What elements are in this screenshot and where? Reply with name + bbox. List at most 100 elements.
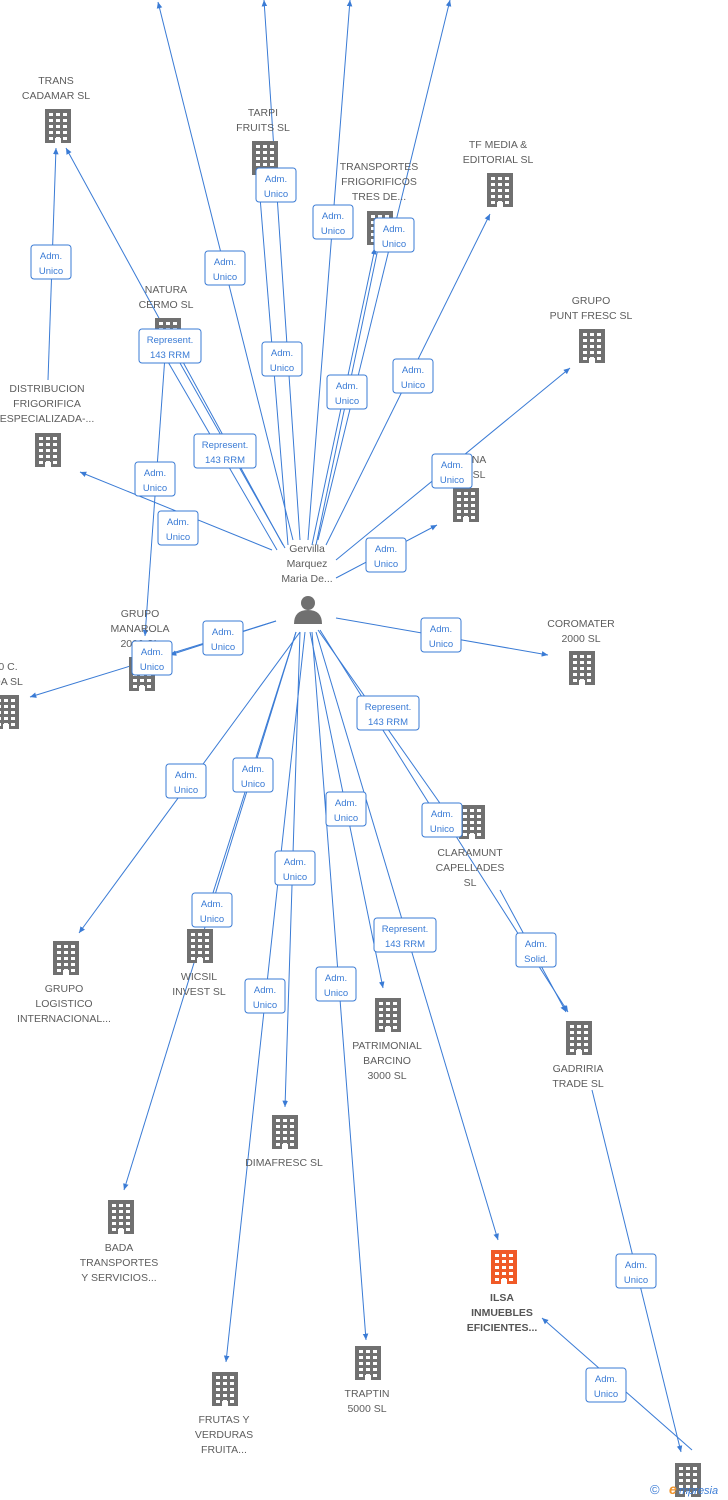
company-name-line: CLARAMUNT: [437, 847, 503, 859]
relation-label-line: Adm.: [242, 764, 264, 775]
company-node-frutas[interactable]: FRUTAS YVERDURASFRUITA...: [195, 1372, 253, 1456]
relation-edge: [307, 0, 353, 541]
relation-label-line: Unico: [334, 813, 358, 824]
building-icon: [453, 488, 479, 522]
relation-label[interactable]: Adm. Unico: [232, 757, 274, 793]
relation-label[interactable]: Adm.Unico: [131, 640, 173, 676]
relation-label-line: Adm.: [40, 251, 62, 262]
relation-label[interactable]: Adm.Unico: [420, 617, 462, 653]
relation-label[interactable]: Adm.Unico: [30, 244, 72, 280]
company-node-dimafresc[interactable]: DIMAFRESC SL: [245, 1115, 323, 1169]
relation-label-line: 143 RRM: [205, 455, 245, 466]
company-node-distribucion[interactable]: DISTRIBUCIONFRIGORIFICAESPECIALIZADA-...: [0, 383, 94, 467]
relation-label[interactable]: Adm.Unico: [255, 167, 297, 203]
company-name-line: TRES DE...: [352, 191, 406, 203]
relation-label[interactable]: Adm.Unico: [421, 802, 463, 838]
company-node-tf-media[interactable]: TF MEDIA &EDITORIAL SL: [463, 139, 534, 207]
relation-label[interactable]: Represent.143 RRM: [138, 328, 202, 364]
relation-label-line: Adm.: [402, 365, 424, 376]
highlighted-building-icon: [491, 1250, 517, 1284]
relation-label-line: Unico: [264, 189, 288, 200]
company-name-line: NA: [472, 454, 487, 466]
relation-label[interactable]: Adm.Unico: [191, 892, 233, 928]
relation-label-line: Unico: [624, 1275, 648, 1286]
building-icon: [459, 805, 485, 839]
relation-label-line: Unico: [253, 1000, 277, 1011]
relation-label[interactable]: Adm.Unico: [365, 537, 407, 573]
relation-label[interactable]: Adm. Unico: [325, 791, 367, 827]
relation-label[interactable]: Adm.Unico: [585, 1367, 627, 1403]
relation-label[interactable]: Adm.Unico: [615, 1253, 657, 1289]
company-node-claramunt[interactable]: CLARAMUNT CAPELLADES SL: [436, 805, 505, 889]
building-icon: [355, 1346, 381, 1380]
relation-label[interactable]: Adm.Unico: [165, 763, 207, 799]
relation-label-line: Unico: [382, 239, 406, 250]
company-node-ilsa[interactable]: ILSAINMUEBLESEFICIENTES...: [467, 1250, 538, 1334]
company-name-line: FRIGORIFICA: [13, 398, 81, 410]
company-name-line: VERDURAS: [195, 1429, 253, 1441]
company-name-line: CERMO SL: [139, 299, 194, 311]
relation-label[interactable]: Adm.Unico: [244, 978, 286, 1014]
company-node-grupo-logistico[interactable]: GRUPOLOGISTICOINTERNACIONAL...: [17, 941, 111, 1025]
relation-label[interactable]: Adm.Unico: [157, 510, 199, 546]
relation-label[interactable]: Adm.Unico: [373, 217, 415, 253]
company-name-line: DA SL: [0, 676, 23, 688]
relation-label[interactable]: Adm.Unico: [315, 966, 357, 1002]
relation-label-line: Adm.: [430, 624, 452, 635]
relation-label-line: Adm.: [375, 544, 397, 555]
company-name-line: COROMATER: [547, 618, 615, 630]
relation-label-line: Represent.: [365, 702, 411, 713]
relation-label-line: Adm.: [525, 939, 547, 950]
relation-label-line: 143 RRM: [150, 350, 190, 361]
relation-label[interactable]: Adm.Solid.: [515, 932, 557, 968]
company-name-line: TRADE SL: [552, 1078, 604, 1090]
relation-label-line: Adm.: [431, 809, 453, 820]
relation-label[interactable]: Adm.Unico: [431, 453, 473, 489]
relation-label[interactable]: Represent.143 RRM: [356, 695, 420, 731]
company-node-c-da-sl[interactable]: 0 C.DA SL: [0, 661, 23, 729]
company-name-line: EDITORIAL SL: [463, 154, 534, 166]
company-name-line: INTERNACIONAL...: [17, 1013, 111, 1025]
brand-name: mpresia: [679, 1485, 718, 1497]
relation-label[interactable]: Adm.Unico: [261, 341, 303, 377]
relation-label-line: Unico: [140, 662, 164, 673]
company-name-line: FRIGORIFICOS: [341, 176, 417, 188]
relation-label-line: Adm.: [336, 381, 358, 392]
relation-label[interactable]: Adm.Unico: [134, 461, 176, 497]
company-name-line: EFICIENTES...: [467, 1322, 538, 1334]
relation-label[interactable]: Represent.143 RRM: [373, 917, 437, 953]
relation-edge: [451, 829, 569, 1013]
company-name-line: DISTRIBUCION: [9, 383, 84, 395]
relation-label-line: Unico: [283, 872, 307, 883]
relation-label[interactable]: Adm. Unico: [274, 850, 316, 886]
relation-label[interactable]: Represent.143 RRM: [193, 433, 257, 469]
company-node-bottom-right[interactable]: [675, 1463, 701, 1497]
company-name-line: Y SERVICIOS...: [81, 1272, 156, 1284]
relation-label-line: Adm.: [284, 857, 306, 868]
relation-label[interactable]: Adm.Unico: [202, 620, 244, 656]
relation-label[interactable]: Adm.Unico: [204, 250, 246, 286]
company-name-line: SL: [464, 877, 477, 889]
relation-label-line: Adm.: [335, 798, 357, 809]
relation-edge: [317, 0, 452, 541]
building-icon: [579, 329, 605, 363]
relation-label-line: Unico: [324, 988, 348, 999]
relation-label[interactable]: Adm.Unico: [326, 374, 368, 410]
relation-label-line: Unico: [241, 779, 265, 790]
company-name-line: TRANSPORTES: [80, 1257, 159, 1269]
relation-label[interactable]: Adm.Unico: [312, 204, 354, 240]
company-name-line: CAPELLADES: [436, 862, 505, 874]
relation-label[interactable]: Adm.Unico: [392, 358, 434, 394]
relation-label-line: Unico: [174, 785, 198, 796]
